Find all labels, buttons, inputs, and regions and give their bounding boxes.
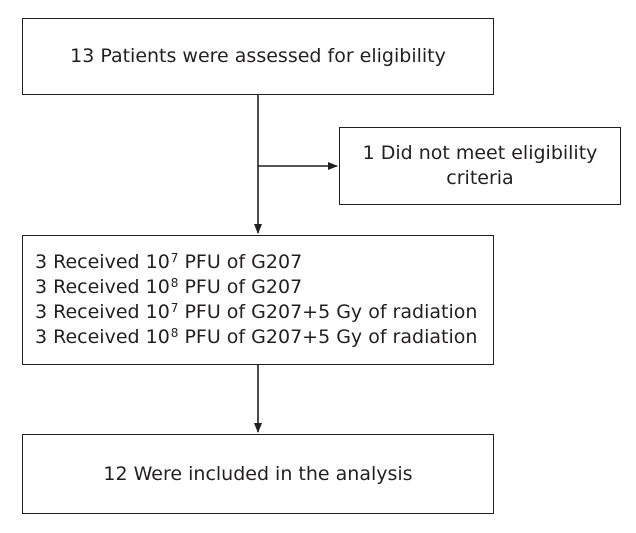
treatment-arms-box: 3 Received 107 PFU of G207 3 Received 10… bbox=[22, 235, 494, 365]
arm-line: 3 Received 107 PFU of G207+5 Gy of radia… bbox=[35, 301, 478, 323]
arm-line: 3 Received 108 PFU of G207+5 Gy of radia… bbox=[35, 326, 478, 348]
assessed-box: 13 Patients were assessed for eligibilit… bbox=[22, 18, 494, 95]
excluded-line-1: 1 Did not meet eligibility bbox=[362, 142, 598, 164]
assessed-text: 13 Patients were assessed for eligibilit… bbox=[70, 45, 446, 67]
arm-line: 3 Received 107 PFU of G207 bbox=[35, 251, 303, 273]
arm-line: 3 Received 108 PFU of G207 bbox=[35, 276, 303, 298]
excluded-box: 1 Did not meet eligibility criteria bbox=[339, 127, 621, 205]
analysis-text: 12 Were included in the analysis bbox=[103, 462, 413, 485]
excluded-line-2: criteria bbox=[446, 167, 514, 189]
analysis-box: 12 Were included in the analysis bbox=[22, 434, 494, 514]
